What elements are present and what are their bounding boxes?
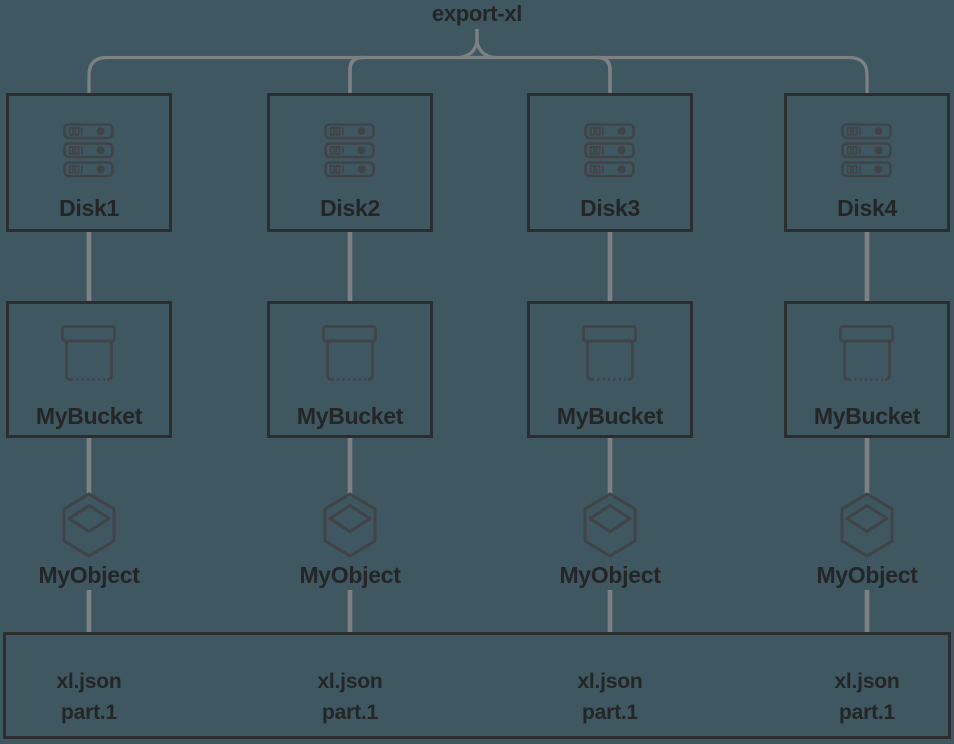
file-name: xl.json [317,670,383,693]
diagram-title: export-xl [431,1,523,26]
bucket-icon [839,325,894,381]
disk3-label: Disk3 [580,195,640,221]
file-label-4: xl.json part.1 [784,666,950,728]
file-name: xl.json [56,670,122,693]
bucket-icon [61,325,116,381]
disk2-label: Disk2 [320,195,380,221]
bucket-label-3: MyBucket [556,403,664,429]
bucket-icon [582,325,637,381]
bucket-box-2: MyBucket [267,301,433,438]
disk1-box: Disk1 [6,93,172,232]
object-label-3: MyObject [559,562,661,588]
object-hexagon-icon [323,492,377,558]
disk3-box: Disk3 [527,93,693,232]
bucket-label-1: MyBucket [35,403,143,429]
object-hexagon-icon [583,492,637,558]
parts-box: xl.json part.1 xl.json part.1 xl.json pa… [3,632,951,739]
disk-stack-icon [63,123,115,179]
object-label-1: MyObject [38,562,140,588]
disk4-box: Disk4 [784,93,950,232]
bucket-icon [322,325,377,381]
disk4-label: Disk4 [837,195,897,221]
object-label-2: MyObject [299,562,401,588]
bucket-label-2: MyBucket [296,403,404,429]
disk1-label: Disk1 [59,195,119,221]
file-part: part.1 [839,701,895,724]
file-label-1: xl.json part.1 [6,666,172,728]
object-hexagon-icon [840,492,894,558]
disk2-box: Disk2 [267,93,433,232]
file-part: part.1 [322,701,378,724]
file-label-3: xl.json part.1 [527,666,693,728]
disk-stack-icon [841,123,893,179]
file-name: xl.json [834,670,900,693]
bucket-label-4: MyBucket [813,403,921,429]
disk-stack-icon [324,123,376,179]
bucket-box-4: MyBucket [784,301,950,438]
object-hexagon-icon [62,492,116,558]
file-part: part.1 [582,701,638,724]
bucket-box-1: MyBucket [6,301,172,438]
file-label-2: xl.json part.1 [267,666,433,728]
object-label-4: MyObject [816,562,918,588]
file-name: xl.json [577,670,643,693]
bucket-box-3: MyBucket [527,301,693,438]
file-part: part.1 [61,701,117,724]
disk-stack-icon [584,123,636,179]
